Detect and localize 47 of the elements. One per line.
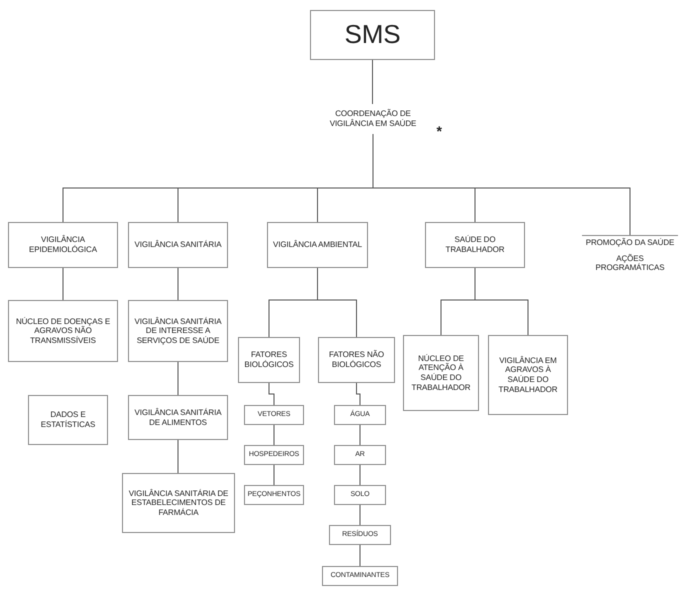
org-unit-box	[488, 335, 568, 415]
org-unit-box	[128, 395, 228, 440]
org-unit-box	[425, 222, 525, 268]
org-unit-box	[8, 300, 118, 362]
connector-line	[62, 268, 64, 300]
org-unit-box	[334, 405, 386, 425]
org-unit-box	[238, 337, 300, 383]
unit-label: DADOS E ESTATÍSTICAS	[40, 410, 96, 430]
unit-label: VIGILÂNCIA SANITÁRIA DE INTERESSE A SERVIÇOS DE SAÚDE	[134, 316, 222, 346]
org-unit-box	[403, 335, 479, 411]
connector-line	[268, 382, 274, 406]
org-unit-box	[244, 485, 304, 505]
unit-label: NÚCLEO DE DOENÇAS E AGRAVOS NÃO TRANSMISSÍVEIS	[14, 316, 112, 346]
org-unit-box	[28, 395, 108, 445]
connector-line	[474, 268, 528, 336]
unit-label: VIGILÂNCIA SANITÁRIA	[134, 240, 222, 250]
unit-label: VIGILÂNCIA EPIDEMIOLÓGICA	[28, 235, 98, 255]
connector-line	[372, 60, 373, 104]
org-unit-box	[122, 473, 235, 533]
unit-label: FATORES NÃO BIOLÓGICOS	[328, 350, 386, 370]
connector-line	[356, 382, 360, 406]
org-unit-box	[310, 10, 435, 60]
org-unit-box	[244, 405, 304, 425]
org-unit-box	[8, 222, 118, 268]
unit-label: FATORES BIOLÓGICOS	[243, 350, 295, 370]
unit-label: COORDENAÇÃO DE VIGILÂNCIA EM SAÚDE	[328, 109, 418, 129]
org-unit-box	[128, 300, 228, 362]
org-unit-box	[244, 445, 304, 465]
unit-label: VIGILÂNCIA SANITÁRIA DE ALIMENTOS	[134, 408, 222, 428]
org-unit-box	[334, 485, 386, 505]
unit-label: VIGILÂNCIA EM AGRAVOS À SAÚDE DO TRABALHADOR	[498, 356, 558, 394]
org-unit-box	[329, 525, 391, 545]
connector-line	[372, 134, 630, 236]
org-unit-box	[322, 566, 398, 586]
org-unit-box	[334, 445, 386, 465]
unit-label: VIGILÂNCIA SANITÁRIA DE ESTABELECIMENTOS DE FARMÁCIA	[128, 488, 230, 518]
org-unit-box	[318, 337, 395, 383]
unit-label: AÇÕES PROGRAMÁTICAS	[594, 254, 666, 273]
unit-label: NÚCLEO DE ATENÇÃO À SAÚDE DO TRABALHADOR	[410, 354, 472, 392]
org-unit-box	[267, 222, 368, 268]
org-unit-box	[128, 222, 228, 268]
unit-label: VIGILÂNCIA AMBIENTAL	[273, 240, 362, 250]
unit-label: PROMOÇÃO DA SAÚDE	[586, 238, 674, 248]
unit-label: SMS	[344, 19, 401, 51]
connector-line	[317, 268, 357, 338]
unit-label: SAÚDE DO TRABALHADOR	[444, 235, 506, 255]
footnote-mark: *	[436, 123, 442, 140]
